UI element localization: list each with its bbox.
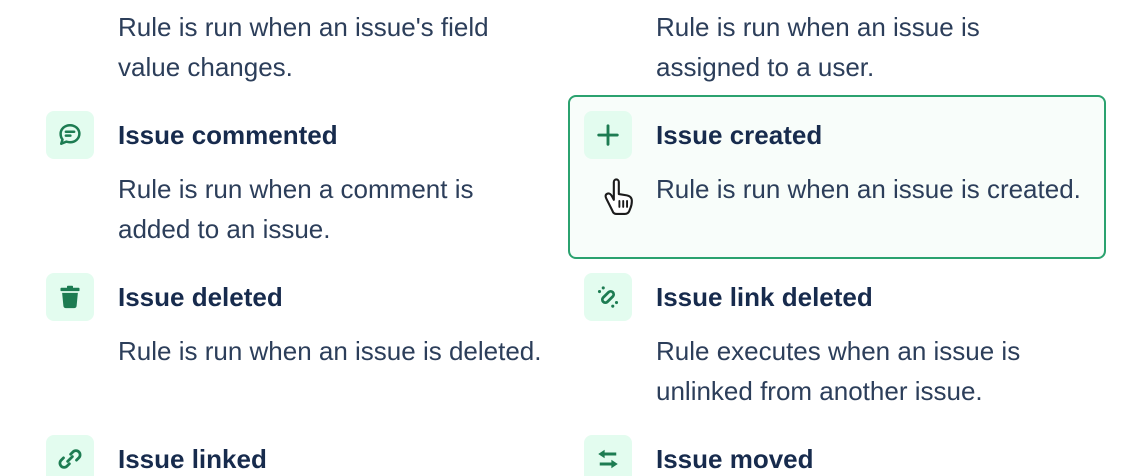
trigger-item[interactable]: Issue moved — [568, 419, 1106, 476]
trigger-item[interactable]: Rule is run when an issue's field value … — [30, 0, 568, 97]
trigger-title: Issue created — [656, 120, 823, 150]
trigger-list: Rule is run when an issue's field value … — [30, 0, 1106, 476]
trigger-item[interactable]: Issue deleted Rule is run when an issue … — [30, 257, 568, 421]
unlink-icon — [584, 273, 632, 321]
trigger-title: Issue moved — [656, 444, 814, 474]
trigger-description: Rule is run when an issue's field value … — [118, 12, 489, 82]
trash-icon — [46, 273, 94, 321]
trigger-description: Rule is run when an issue is assigned to… — [656, 12, 980, 82]
trigger-title: Issue commented — [118, 120, 338, 150]
trigger-title: Issue link deleted — [656, 282, 873, 312]
link-icon — [46, 435, 94, 476]
trigger-item[interactable]: Issue linked — [30, 419, 568, 476]
trigger-title: Issue linked — [118, 444, 267, 474]
plus-icon — [584, 111, 632, 159]
trigger-item[interactable]: Issue link deleted Rule executes when an… — [568, 257, 1106, 421]
trigger-description: Rule is run when an issue is created. — [656, 174, 1081, 204]
trigger-description: Rule executes when an issue is unlinked … — [656, 336, 1021, 406]
trigger-item[interactable]: Issue created Rule is run when an issue … — [568, 95, 1106, 259]
move-icon — [584, 435, 632, 476]
trigger-item[interactable]: Issue commented Rule is run when a comme… — [30, 95, 568, 259]
trigger-title: Issue deleted — [118, 282, 283, 312]
trigger-item[interactable]: Rule is run when an issue is assigned to… — [568, 0, 1106, 97]
comment-icon — [46, 111, 94, 159]
trigger-description: Rule is run when an issue is deleted. — [118, 336, 542, 366]
trigger-description: Rule is run when a comment is added to a… — [118, 174, 474, 244]
